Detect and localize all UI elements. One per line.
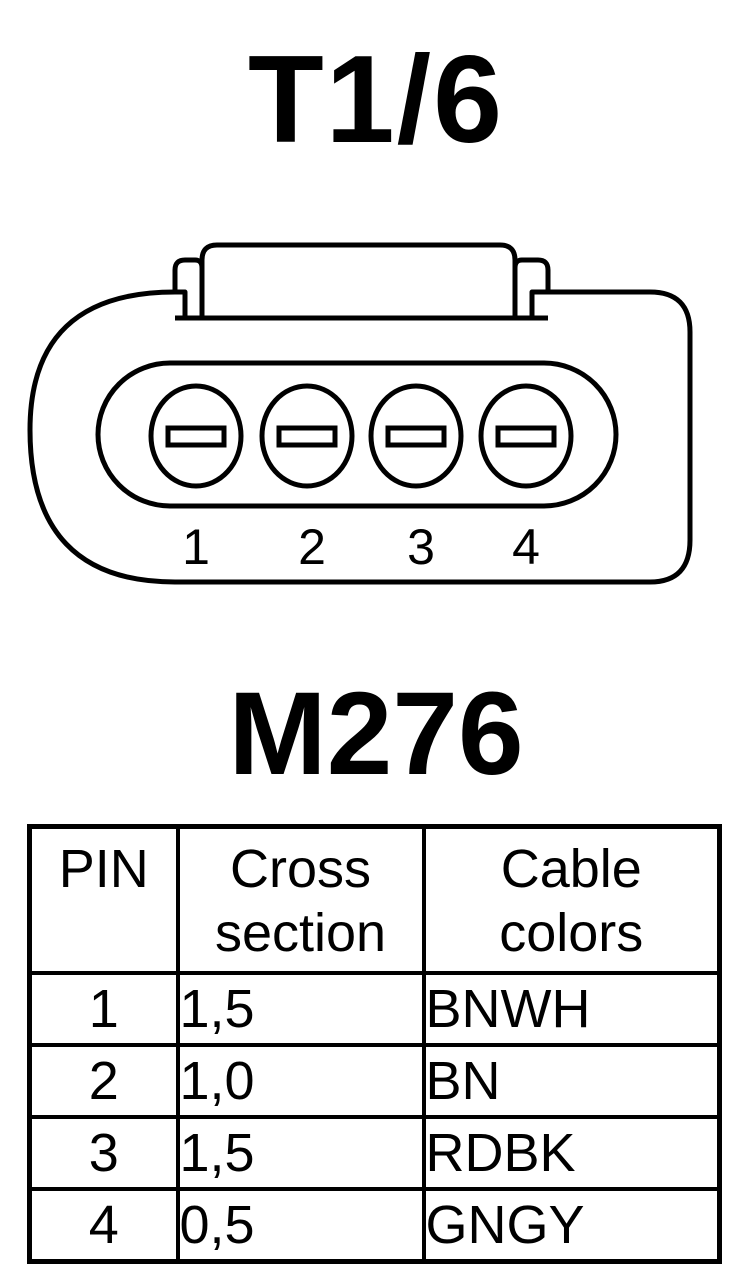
pin-cavity-1 <box>148 383 244 489</box>
pin-cavity-3 <box>368 383 464 489</box>
table-row: 3 1,5 RDBK <box>27 1114 722 1191</box>
table-row: 1 1,5 BNWH <box>27 970 722 1047</box>
pin-cavity-4 <box>478 383 574 489</box>
cell-pin: 4 <box>27 1186 180 1263</box>
pin-table: PIN Cross section Cable colors 1 1,5 BNW… <box>27 824 722 1264</box>
connector-title: T1/6 <box>247 31 505 169</box>
pin-label-3: 3 <box>407 519 435 575</box>
header-cross-line2: section <box>214 903 387 963</box>
cell-cable-color: RDBK <box>421 1114 722 1191</box>
connector-diagram: 1 2 3 4 <box>27 242 693 585</box>
pin-cavity-2 <box>259 383 355 489</box>
table-row: 4 0,5 GNGY <box>27 1186 722 1263</box>
table-row: 2 1,0 BN <box>27 1042 722 1119</box>
cell-cross-section: 1,5 <box>175 1114 426 1191</box>
component-title: M276 <box>228 668 524 800</box>
table-header-row: PIN Cross section Cable colors <box>27 824 722 975</box>
header-cross-line1: Cross <box>229 839 371 899</box>
header-cable-colors: Cable colors <box>421 824 722 975</box>
cell-cross-section: 0,5 <box>175 1186 426 1263</box>
header-color-line1: Cable <box>500 839 642 899</box>
pin-label-1: 1 <box>182 519 210 575</box>
connector-latch <box>172 257 551 292</box>
pin-label-2: 2 <box>298 519 326 575</box>
cell-cross-section: 1,5 <box>175 970 426 1047</box>
cell-cable-color: GNGY <box>421 1186 722 1263</box>
cell-pin: 2 <box>27 1042 180 1119</box>
pin-label-4: 4 <box>512 519 540 575</box>
cell-pin: 3 <box>27 1114 180 1191</box>
header-pin-label: PIN <box>58 839 149 899</box>
header-cross-section: Cross section <box>175 824 426 975</box>
cell-cross-section: 1,0 <box>175 1042 426 1119</box>
header-pin: PIN <box>27 824 180 975</box>
cell-cable-color: BN <box>421 1042 722 1119</box>
cell-pin: 1 <box>27 970 180 1047</box>
header-color-line2: colors <box>499 903 644 963</box>
cell-cable-color: BNWH <box>421 970 722 1047</box>
